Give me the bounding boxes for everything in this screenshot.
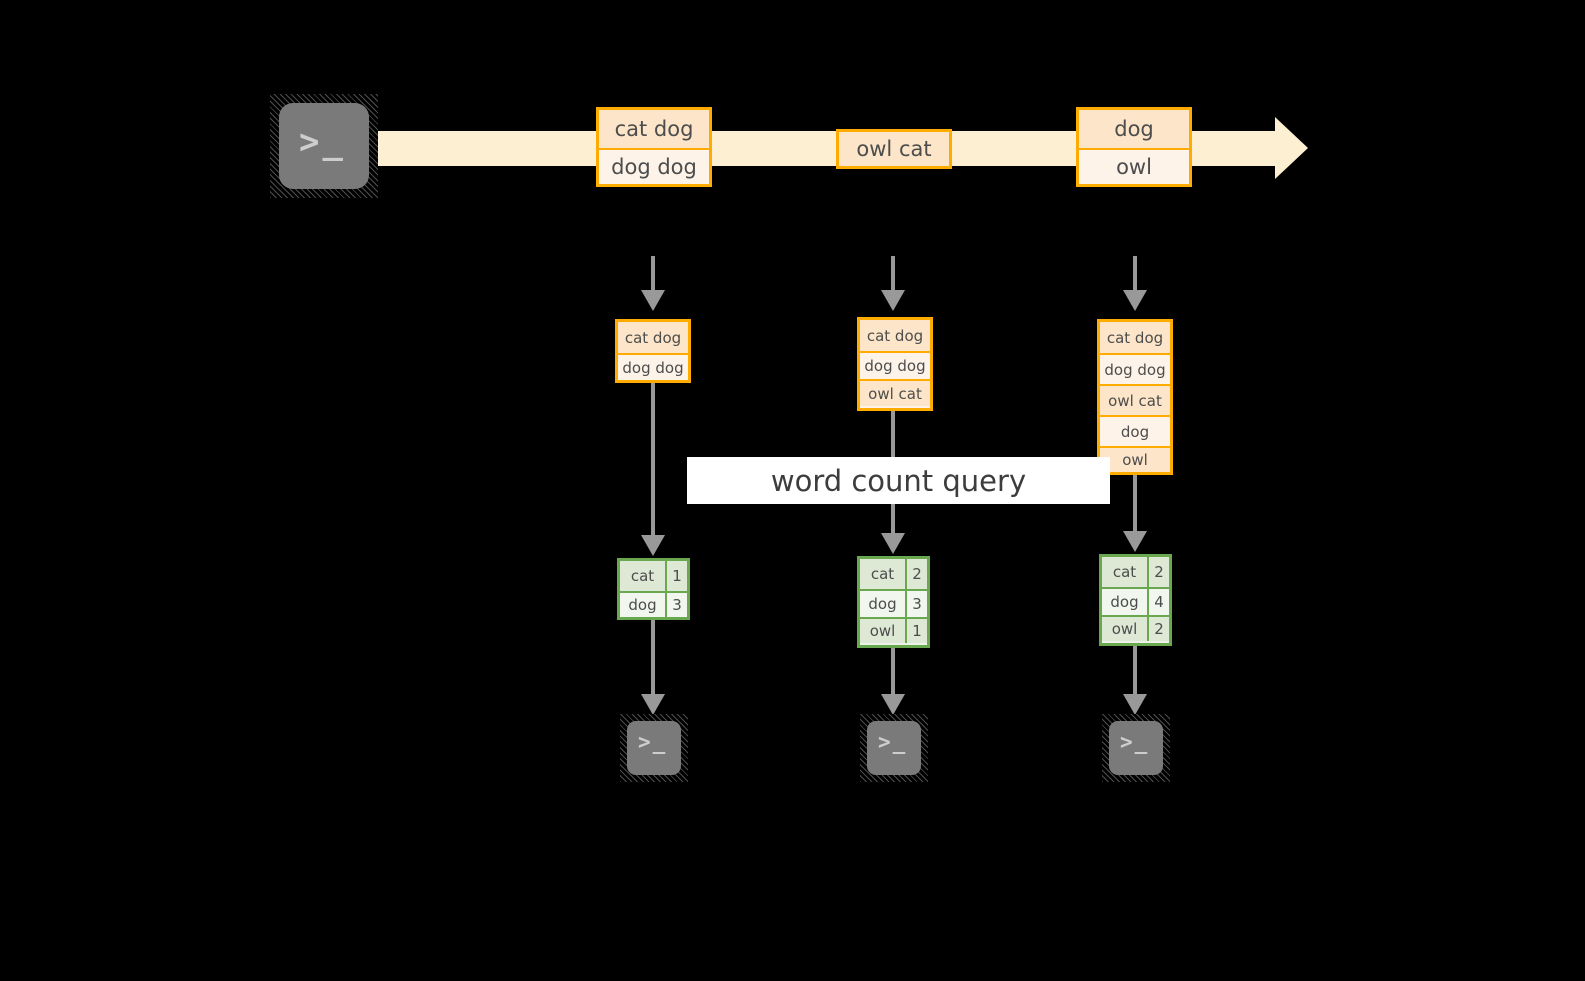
batch-2-result-value: 2 — [905, 559, 927, 589]
batch-3-query-arrowhead — [1123, 531, 1147, 552]
batch-3-result-key: cat — [1102, 557, 1147, 587]
batch-2-result-key: dog — [860, 591, 905, 617]
batch-3-result-value: 2 — [1147, 617, 1169, 641]
batch-2-result-row: owl 1 — [860, 617, 927, 643]
batch-2-result-key: cat — [860, 559, 905, 589]
stream-message-2: owl cat — [836, 129, 952, 169]
batch-2-sink-prompt-glyph: >_ — [878, 730, 908, 754]
batch-3-input-text: cat dog — [1106, 328, 1164, 347]
batch-2-sink-terminal-icon: >_ — [860, 714, 928, 782]
batch-2-input-row: owl cat — [860, 379, 930, 406]
batch-3-dashed-arrowhead — [1123, 290, 1147, 311]
source-terminal-prompt-glyph: >_ — [299, 122, 346, 162]
batch-1-sink-prompt-glyph: >_ — [638, 730, 668, 754]
batch-3-sink-arrowhead — [1123, 694, 1147, 715]
batch-2-result-table: cat 2 dog 3 owl 1 — [857, 556, 930, 648]
batch-1-query-arrowhead — [641, 535, 665, 556]
batch-3-result-row: dog 4 — [1102, 587, 1169, 615]
batch-1-result-key: dog — [620, 593, 665, 617]
batch-3-sink-terminal-body: >_ — [1109, 721, 1163, 775]
batch-3-dashed-connector — [1133, 256, 1137, 290]
batch-3-input-text: owl — [1122, 451, 1148, 469]
stream-message-text: dog — [1114, 117, 1154, 141]
batch-3-sink-connector — [1133, 646, 1137, 694]
batch-1-input-text: cat dog — [624, 328, 682, 347]
batch-2-result-value: 3 — [905, 591, 927, 617]
batch-2-input-row: dog dog — [860, 351, 930, 379]
query-label-band: word count query — [687, 457, 1110, 504]
batch-1-query-connector — [651, 383, 655, 535]
batch-1-dashed-connector — [651, 256, 655, 290]
stream-message-row: cat dog — [599, 110, 709, 148]
batch-1-sink-terminal-body: >_ — [627, 721, 681, 775]
batch-2-query-arrowhead — [881, 533, 905, 554]
batch-2-sink-connector — [891, 648, 895, 694]
batch-1-sink-terminal-icon: >_ — [620, 714, 688, 782]
batch-2-input-row: cat dog — [860, 320, 930, 351]
stream-message-text: cat dog — [614, 117, 694, 141]
stream-message-3: dog owl — [1076, 107, 1192, 187]
stream-message-text: dog dog — [611, 155, 697, 179]
batch-2-result-key: owl — [860, 619, 905, 643]
batch-2-dashed-connector — [891, 256, 895, 290]
batch-3-input-row: dog — [1100, 415, 1170, 446]
batch-1-input-table: cat dog dog dog — [615, 319, 691, 383]
batch-3-input-row: owl — [1100, 446, 1170, 472]
batch-1-sink-connector — [651, 620, 655, 694]
source-terminal-body: >_ — [279, 103, 369, 189]
batch-3-sink-prompt-glyph: >_ — [1120, 730, 1150, 754]
batch-3-result-row: owl 2 — [1102, 615, 1169, 641]
batch-3-input-text: dog — [1120, 422, 1150, 441]
batch-3-result-key: owl — [1102, 617, 1147, 641]
stream-message-text: owl — [1116, 155, 1152, 179]
stream-message-1: cat dog dog dog — [596, 107, 712, 187]
stream-message-row: owl cat — [839, 132, 949, 166]
batch-3-result-row: cat 2 — [1102, 557, 1169, 587]
batch-2-input-text: owl cat — [868, 384, 922, 403]
batch-3-sink-terminal-icon: >_ — [1102, 714, 1170, 782]
stream-arrow-head — [1275, 117, 1308, 179]
batch-3-query-connector — [1133, 475, 1137, 531]
batch-3-input-table: cat dog dog dog owl cat dog owl — [1097, 319, 1173, 475]
batch-2-result-row: cat 2 — [860, 559, 927, 589]
batch-1-result-row: dog 3 — [620, 591, 687, 617]
batch-1-dashed-arrowhead — [641, 290, 665, 311]
batch-3-input-row: dog dog — [1100, 353, 1170, 384]
batch-1-result-value: 1 — [665, 561, 687, 591]
stream-message-row: dog — [1079, 110, 1189, 148]
batch-2-input-table: cat dog dog dog owl cat — [857, 317, 933, 411]
batch-3-result-key: dog — [1102, 589, 1147, 615]
batch-2-sink-terminal-body: >_ — [867, 721, 921, 775]
batch-2-result-value: 1 — [905, 619, 927, 643]
batch-1-input-text: dog dog — [622, 358, 684, 377]
batch-3-input-text: owl cat — [1108, 391, 1162, 410]
batch-2-input-text: cat dog — [866, 326, 924, 345]
batch-3-input-row: cat dog — [1100, 322, 1170, 353]
batch-2-dashed-arrowhead — [881, 290, 905, 311]
batch-3-input-row: owl cat — [1100, 384, 1170, 415]
batch-3-result-value: 2 — [1147, 557, 1169, 587]
batch-1-result-row: cat 1 — [620, 561, 687, 591]
batch-1-result-key: cat — [620, 561, 665, 591]
batch-2-result-row: dog 3 — [860, 589, 927, 617]
batch-2-sink-arrowhead — [881, 694, 905, 715]
batch-3-result-value: 4 — [1147, 589, 1169, 615]
batch-1-sink-arrowhead — [641, 694, 665, 715]
stream-message-row: owl — [1079, 148, 1189, 184]
batch-3-result-table: cat 2 dog 4 owl 2 — [1099, 554, 1172, 646]
batch-3-input-text: dog dog — [1104, 360, 1166, 379]
batch-1-result-value: 3 — [665, 593, 687, 617]
source-terminal-icon: >_ — [270, 94, 378, 198]
stream-message-row: dog dog — [599, 148, 709, 184]
batch-1-input-row: dog dog — [618, 353, 688, 380]
query-label-text: word count query — [770, 463, 1027, 498]
batch-1-result-table: cat 1 dog 3 — [617, 558, 690, 620]
batch-2-input-text: dog dog — [864, 357, 926, 375]
batch-1-input-row: cat dog — [618, 322, 688, 353]
stream-message-text: owl cat — [856, 137, 932, 161]
